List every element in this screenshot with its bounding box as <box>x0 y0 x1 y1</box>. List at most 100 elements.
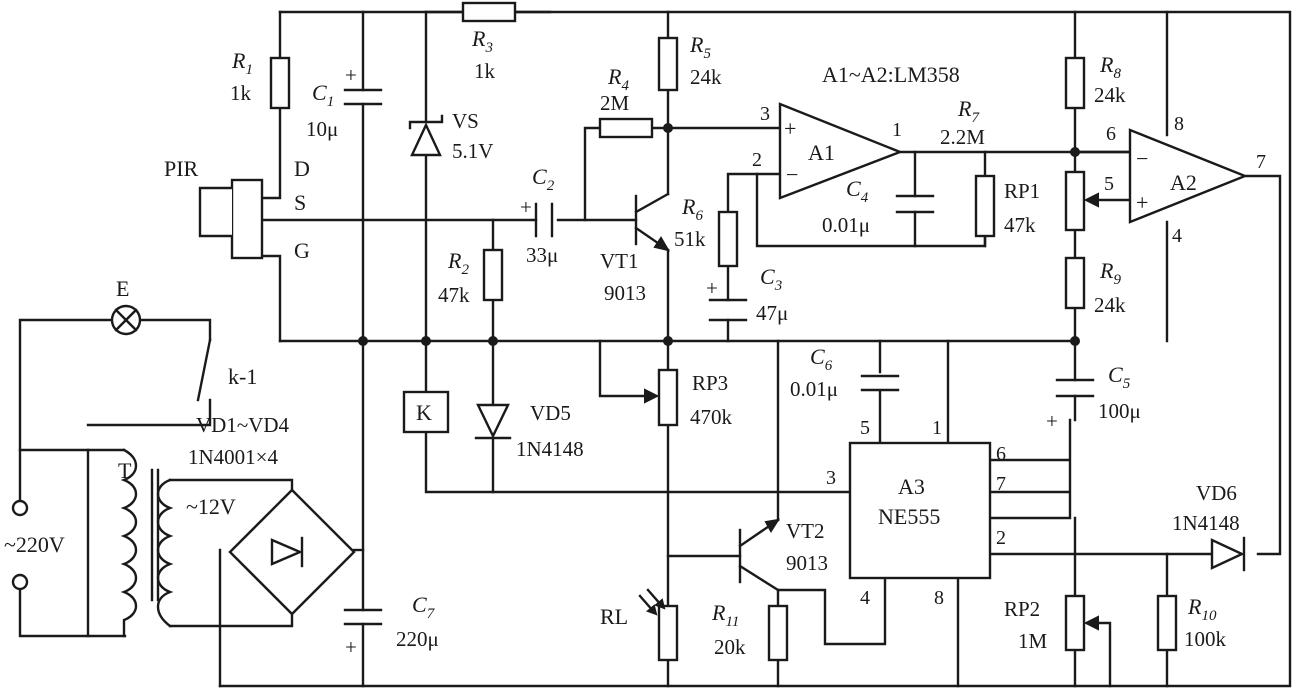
vd5-value: 1N4148 <box>516 437 584 461</box>
bridge-value: 1N4001×4 <box>188 445 279 469</box>
c7-value: 220μ <box>396 627 439 651</box>
vs-value: 5.1V <box>452 139 493 163</box>
c4-label: C4 <box>846 176 869 206</box>
r7-value: 2.2M <box>940 125 985 149</box>
rp2-body <box>1064 594 1086 652</box>
r5-value: 24k <box>690 65 722 89</box>
r4-value: 2M <box>600 91 630 115</box>
r1-value: 1k <box>230 81 252 105</box>
vd6-label: VD6 <box>1196 481 1237 505</box>
vt2-label: VT2 <box>786 519 825 543</box>
c2-label: C2 <box>532 164 555 194</box>
rl-body <box>657 604 679 662</box>
a3-pin2: 2 <box>996 527 1006 549</box>
a1-pin2: 2 <box>752 149 762 171</box>
switch-k1 <box>196 338 212 402</box>
r9-body <box>1064 256 1086 310</box>
r11-label: R11 <box>711 600 739 630</box>
c6-value: 0.01μ <box>790 377 838 401</box>
a3-pin4: 4 <box>860 587 870 609</box>
lamp-label: E <box>116 276 129 301</box>
rp3-value: 470k <box>690 405 733 429</box>
rp1-body <box>974 174 996 238</box>
pir-pin-s: S <box>294 190 306 215</box>
rp3-label: RP3 <box>692 371 728 395</box>
rp2-label: RP2 <box>1004 597 1040 621</box>
r11-body <box>767 604 789 662</box>
r5-body <box>657 36 679 92</box>
zener-vs <box>408 114 444 157</box>
rp1b-wiper <box>1083 192 1099 208</box>
a2-minus: − <box>1136 146 1148 171</box>
capacitors <box>343 88 1095 626</box>
c1-plus: + <box>345 63 357 87</box>
rp1-label: RP1 <box>1004 179 1040 203</box>
r3-body <box>461 1 517 23</box>
vt2-value: 9013 <box>786 551 828 575</box>
c1-value: 10μ <box>306 117 338 141</box>
pir-label: PIR <box>164 156 199 181</box>
c1-label: C1 <box>312 80 334 110</box>
mains-terminals <box>11 499 29 591</box>
r7-label: R7 <box>957 96 980 126</box>
c7-label: C7 <box>412 592 436 622</box>
opamp-a1 <box>778 102 904 200</box>
rp3-wiper <box>644 388 660 404</box>
mains-label: ~220V <box>4 532 65 557</box>
r10-value: 100k <box>1184 627 1227 651</box>
c5-label: C5 <box>1108 362 1131 392</box>
r3-value: 1k <box>474 59 496 83</box>
c3-label: C3 <box>760 264 782 294</box>
c5-plus: + <box>1046 409 1058 433</box>
pir-sensor <box>198 178 264 260</box>
resistors <box>269 1 1178 662</box>
vt1-value: 9013 <box>604 281 646 305</box>
a2-label: A2 <box>1170 170 1197 195</box>
a3-pin5: 5 <box>860 417 870 439</box>
part-note: A1~A2:LM358 <box>822 62 960 87</box>
c2-plus: + <box>520 195 532 219</box>
rp1b-body <box>1064 170 1086 232</box>
vd5-label: VD5 <box>530 401 571 425</box>
a2-pin8: 8 <box>1174 113 1184 135</box>
transistor-vt2 <box>738 518 781 592</box>
a1-plus: + <box>784 116 796 141</box>
a2-plus: + <box>1136 190 1148 215</box>
c7-plus: + <box>345 635 357 659</box>
r11-value: 20k <box>714 635 746 659</box>
c3-plus: + <box>706 276 718 300</box>
bridge-label: VD1~VD4 <box>196 413 290 437</box>
r8-value: 24k <box>1094 83 1126 107</box>
transformer-t <box>120 448 174 638</box>
a2-pin6: 6 <box>1106 123 1116 145</box>
vd6-value: 1N4148 <box>1172 511 1240 535</box>
r3-label: R3 <box>471 26 493 56</box>
r1-body <box>269 56 291 110</box>
r8-label: R8 <box>1099 52 1121 82</box>
transistor-vt1 <box>634 192 671 252</box>
r2-body <box>482 248 504 302</box>
a1-label: A1 <box>808 140 835 165</box>
a3-pin6: 6 <box>996 443 1006 465</box>
a1-pin1: 1 <box>892 119 902 141</box>
rp3-body <box>657 368 679 427</box>
r9-label: R9 <box>1099 258 1121 288</box>
a3-label: A3 <box>898 474 925 499</box>
a3-value: NE555 <box>878 504 940 529</box>
r8-body <box>1064 56 1086 110</box>
pir-pin-g: G <box>294 238 310 263</box>
diode-vd6 <box>1210 536 1246 572</box>
transformer-label: T <box>118 458 132 483</box>
vs-label: VS <box>452 109 479 133</box>
rp2-wiper <box>1083 615 1099 631</box>
r5-label: R5 <box>689 32 711 62</box>
r4-body <box>598 117 654 139</box>
relay-label: K <box>416 400 432 425</box>
lamp-e <box>110 304 142 336</box>
r2-value: 47k <box>438 283 470 307</box>
a1-pin3: 3 <box>760 103 770 125</box>
c3-value: 47μ <box>756 301 788 325</box>
rp1-value: 47k <box>1004 213 1036 237</box>
a2-pin5: 5 <box>1104 173 1114 195</box>
